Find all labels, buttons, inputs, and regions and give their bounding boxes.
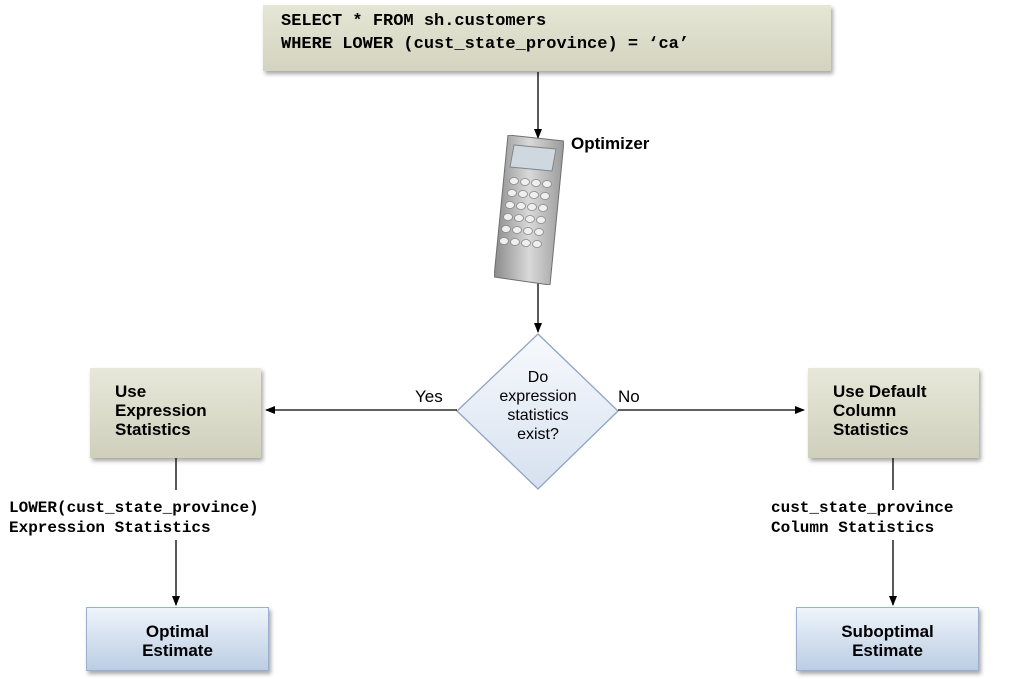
box-line: Expression <box>115 401 207 420</box>
optimal-estimate-box: Optimal Estimate <box>86 607 269 671</box>
yes-label: Yes <box>415 387 443 406</box>
decision-line: Do <box>527 369 549 386</box>
sql-query-box: SELECT * FROM sh.customers WHERE LOWER (… <box>263 5 831 71</box>
box-line: Use <box>115 382 147 401</box>
decision-line: expression <box>499 388 577 405</box>
box-line: Statistics <box>833 420 909 439</box>
result-line: Optimal <box>145 622 210 641</box>
decision-text: Do expression statistics exist? <box>476 368 600 444</box>
sql-line-1: SELECT * FROM sh.customers <box>281 12 547 31</box>
stat-line: cust_state_province <box>771 499 954 517</box>
decision-line: exist? <box>517 426 559 443</box>
sql-line-2: WHERE LOWER (cust_state_province) = ‘ca’ <box>281 35 690 54</box>
result-line: Suboptimal <box>841 622 934 641</box>
expression-statistics-label: LOWER(cust_state_province) Expression St… <box>9 498 259 538</box>
decision-diamond <box>456 333 619 490</box>
box-line: Statistics <box>115 420 191 439</box>
column-statistics-label: cust_state_province Column Statistics <box>771 498 953 538</box>
calculator-icon <box>494 135 564 285</box>
suboptimal-estimate-box: Suboptimal Estimate <box>796 607 979 671</box>
stat-line: Expression Statistics <box>9 519 211 537</box>
stat-line: Column Statistics <box>771 519 935 537</box>
no-label: No <box>618 387 640 406</box>
use-expression-statistics-box: Use Expression Statistics <box>90 368 261 458</box>
box-line: Use Default <box>833 382 927 401</box>
optimizer-label: Optimizer <box>571 134 650 153</box>
result-line: Estimate <box>852 641 923 660</box>
decision-line: statistics <box>507 407 569 424</box>
box-line: Column <box>833 401 897 420</box>
use-default-column-statistics-box: Use Default Column Statistics <box>808 368 979 458</box>
result-line: Estimate <box>142 641 213 660</box>
stat-line: LOWER(cust_state_province) <box>9 499 259 517</box>
